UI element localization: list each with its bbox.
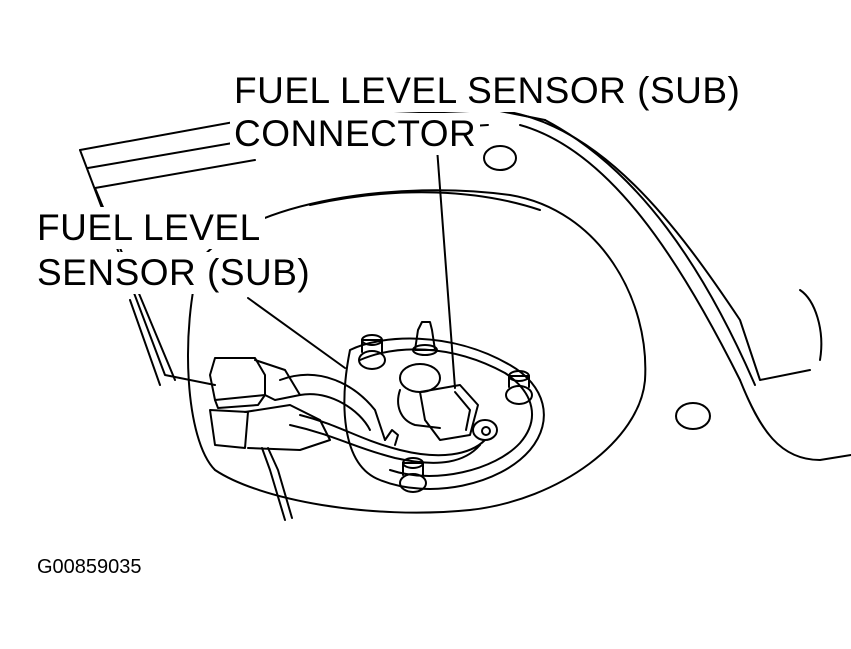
- panel-hole-2: [675, 402, 711, 430]
- harness-wire-2: [289, 424, 481, 464]
- sensor-callout-line1: FUEL LEVEL: [33, 207, 265, 249]
- bolt-2: [505, 370, 533, 405]
- connector-callout-line2: CONNECTOR: [230, 113, 481, 155]
- hanging-wire: [261, 447, 286, 521]
- service-panel-outline: [494, 109, 811, 381]
- sensor-plate-inner: [359, 348, 533, 477]
- floor-panel-edge-3: [94, 159, 256, 189]
- sensor-callout-line2: SENSOR (SUB): [33, 252, 315, 294]
- access-hole-rim-left: [129, 299, 161, 386]
- service-panel-inner-2: [544, 119, 756, 386]
- bolt-1: [358, 334, 386, 370]
- service-panel-inner: [519, 124, 741, 381]
- harness-connector: [209, 357, 386, 451]
- connector-leader-line: [436, 147, 456, 389]
- access-opening-inner: [309, 191, 541, 211]
- connector-body: [397, 363, 498, 441]
- panel-bottom-edge: [739, 379, 851, 461]
- vent-nipple: [414, 321, 436, 351]
- hanging-wire-2: [267, 447, 293, 519]
- sensor-plate: [343, 337, 545, 490]
- panel-hole-1: [483, 145, 517, 171]
- sensor-leader-line: [247, 297, 346, 369]
- figure-id: G00859035: [37, 556, 142, 578]
- connector-callout-line1: FUEL LEVEL SENSOR (SUB): [230, 70, 745, 112]
- harness-wire-1: [299, 414, 486, 457]
- harness-wire-3: [384, 429, 399, 446]
- panel-right-curve: [799, 289, 823, 361]
- access-opening: [187, 189, 647, 514]
- bolt-3: [399, 457, 427, 493]
